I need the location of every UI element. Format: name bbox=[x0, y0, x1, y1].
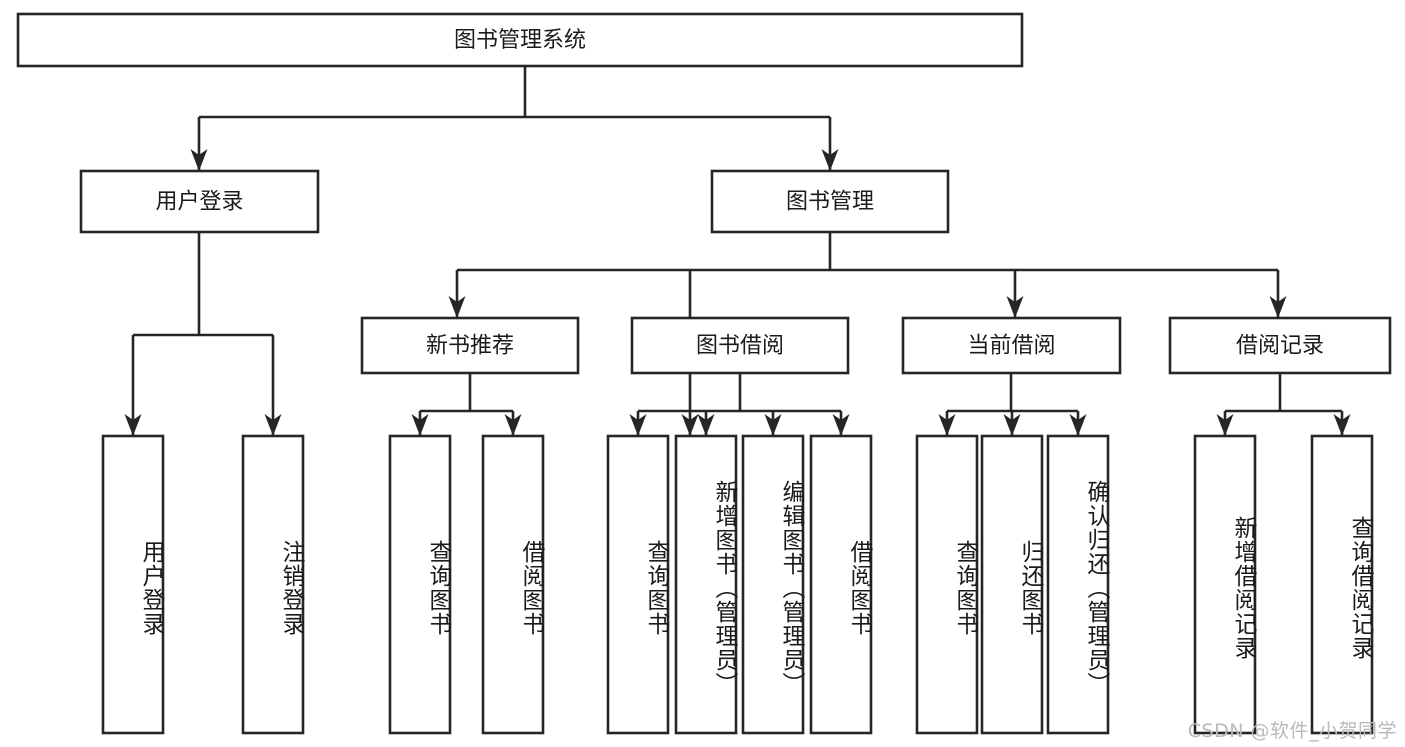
node-box-user-login[interactable] bbox=[79, 169, 320, 234]
node-label-root: 图书管理系统 bbox=[454, 28, 586, 53]
bus-book-borrow-arrow-1 bbox=[697, 414, 715, 436]
node-box-root[interactable] bbox=[16, 12, 1024, 68]
bus-current-borrow-arrow-2 bbox=[1069, 414, 1087, 436]
node-box-br-query[interactable] bbox=[1310, 434, 1374, 735]
node-box-cb-return[interactable] bbox=[980, 434, 1044, 735]
node-label-new-book-rec: 新书推荐 bbox=[426, 334, 514, 359]
node-box-cb-query[interactable] bbox=[915, 434, 979, 735]
node-label-book-borrow: 图书借阅 bbox=[696, 334, 784, 359]
bus-book-manage-arrow-0 bbox=[448, 296, 466, 318]
bus-new-book-rec-arrow-0 bbox=[411, 414, 429, 436]
bus-new-book-rec-arrow-1 bbox=[504, 414, 522, 436]
node-label-current-borrow: 当前借阅 bbox=[967, 334, 1055, 359]
node-box-br-add[interactable] bbox=[1193, 434, 1257, 735]
bus-borrow-record-arrow-1 bbox=[1333, 414, 1351, 436]
bus-book-borrow-arrow-2 bbox=[764, 414, 782, 436]
bus-user-login-arrow-0 bbox=[124, 414, 142, 436]
node-box-current-borrow[interactable] bbox=[901, 316, 1122, 375]
bus-user-login-arrow-1 bbox=[264, 414, 282, 436]
bus-book-manage-arrow-3 bbox=[1269, 296, 1287, 318]
node-box-bb-edit[interactable] bbox=[741, 434, 805, 735]
node-box-borrow-record[interactable] bbox=[1168, 316, 1392, 375]
connector-layer bbox=[124, 66, 1351, 436]
node-box-book-manage[interactable] bbox=[710, 169, 950, 234]
bus-root-arrow-1 bbox=[821, 149, 839, 171]
bus-current-borrow-arrow-1 bbox=[1003, 414, 1021, 436]
node-box-book-borrow[interactable] bbox=[630, 316, 850, 375]
watermark: CSDN @软件_小贺同学 bbox=[1187, 720, 1397, 742]
node-box-nb-borrow[interactable] bbox=[481, 434, 545, 735]
bus-root-arrow-0 bbox=[190, 149, 208, 171]
bus-book-borrow-arrow-3 bbox=[832, 414, 850, 436]
node-label-user-login: 用户登录 bbox=[155, 190, 243, 215]
bus-book-borrow-arrow-0 bbox=[629, 414, 647, 436]
node-label-book-manage: 图书管理 bbox=[786, 190, 874, 215]
node-box-cb-confirm[interactable] bbox=[1046, 434, 1110, 735]
node-box-leaf-user-login[interactable] bbox=[101, 434, 165, 735]
bus-current-borrow-arrow-0 bbox=[938, 414, 956, 436]
node-box-bb-borrow[interactable] bbox=[809, 434, 873, 735]
node-box-bb-query[interactable] bbox=[606, 434, 670, 735]
node-box-leaf-logout[interactable] bbox=[241, 434, 305, 735]
node-label-borrow-record: 借阅记录 bbox=[1236, 334, 1324, 359]
bus-book-manage-arrow-1 bbox=[681, 414, 699, 436]
node-box-new-book-rec[interactable] bbox=[360, 316, 580, 375]
node-box-bb-add[interactable] bbox=[674, 434, 738, 735]
bus-borrow-record-arrow-0 bbox=[1216, 414, 1234, 436]
node-box-nb-query[interactable] bbox=[388, 434, 452, 735]
bus-book-manage-arrow-2 bbox=[1006, 296, 1024, 318]
